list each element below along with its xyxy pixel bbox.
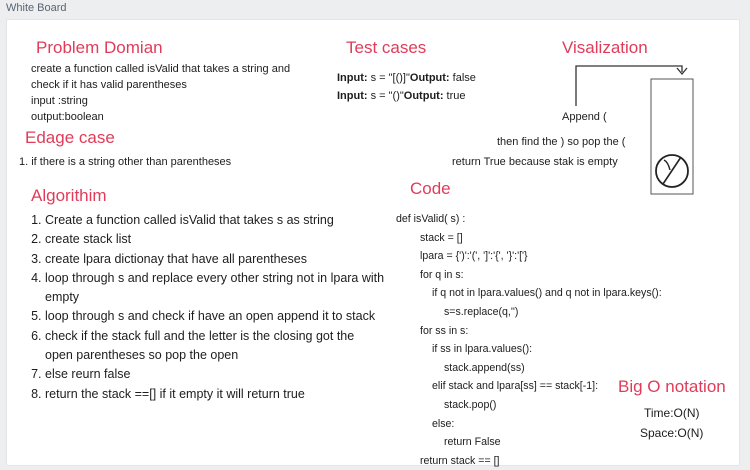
output-value: false <box>449 72 476 84</box>
problem-line: create a function called isValid that ta… <box>31 63 291 75</box>
problem-line: check if it has valid parentheses <box>31 79 187 91</box>
whiteboard-canvas[interactable] <box>6 19 740 466</box>
code-line: for q in s: <box>420 268 464 281</box>
bigo-heading: Big O notation <box>618 377 726 396</box>
board-header: White Board <box>0 0 750 18</box>
arrow-icon <box>575 65 688 106</box>
algorithm-step: loop through s and check if have an open… <box>45 307 385 326</box>
time-complexity: Time:O(N) <box>644 406 700 420</box>
algorithm-step: return the stack ==[] if it empty it wil… <box>45 385 385 404</box>
space-complexity: Space:O(N) <box>640 426 704 440</box>
viz-line: Append ( <box>562 111 607 123</box>
code-line: return False <box>444 436 501 449</box>
code-line: s=s.replace(q,'') <box>444 305 519 318</box>
code-line: def isValid( s) : <box>396 213 466 225</box>
code-line: elif stack and lpara[ss] == stack[-1]: <box>432 380 599 393</box>
code-line: return stack == [] <box>420 454 500 467</box>
test-case: Input: s = "[()]"Output: false <box>337 70 476 86</box>
code-line: if q not in lpara.values() and q not in … <box>432 287 662 300</box>
output-label: Output: <box>403 90 444 102</box>
algorithm-step: else reurn false <box>45 365 385 384</box>
problem-heading: Problem Domian <box>36 38 163 57</box>
tests-heading: Test cases <box>346 38 427 57</box>
input-value: s = "()" <box>367 90 404 102</box>
code-line: lpara = {')':'(', ']':'{', '}':'['} <box>420 250 528 263</box>
stack-box <box>650 78 694 195</box>
code-block: def isValid( s) : stack = [] lpara = {')… <box>396 210 662 470</box>
problem-text: create a function called isValid that ta… <box>31 61 290 125</box>
algorithm-step: loop through s and replace every other s… <box>45 269 385 308</box>
viz-line: then find the ) so pop the ( <box>497 136 626 148</box>
algorithm-steps: Create a function called isValid that ta… <box>28 211 385 404</box>
edge-heading: Edage case <box>25 128 115 147</box>
empty-set-icon <box>655 154 689 188</box>
code-heading: Code <box>410 179 451 198</box>
code-line: for ss in s: <box>420 324 469 337</box>
viz-line: return True because stak is empty <box>452 156 618 168</box>
algorithm-step: create stack list <box>45 230 385 249</box>
code-line: stack.pop() <box>444 398 497 411</box>
edge-item: 1. if there is a string other than paren… <box>19 156 232 168</box>
code-line: else: <box>432 417 455 430</box>
problem-line: output:boolean <box>31 111 104 123</box>
test-case: Input: s = "()"Output: true <box>337 88 466 104</box>
input-value: s = "[()]" <box>367 72 410 84</box>
input-label: Input: <box>337 72 368 84</box>
stack-diagram <box>575 65 694 195</box>
output-label: Output: <box>409 72 450 84</box>
input-label: Input: <box>337 90 368 102</box>
output-value: true <box>443 90 466 102</box>
code-line: stack.append(ss) <box>444 361 525 374</box>
code-line: if ss in lpara.values(): <box>432 343 533 356</box>
algorithm-heading: Algorithim <box>31 186 107 205</box>
code-line: stack = [] <box>420 231 463 244</box>
viz-heading: Visalization <box>562 38 648 57</box>
board-title: White Board <box>6 2 67 14</box>
problem-line: input :string <box>31 95 88 107</box>
algorithm-step: create lpara dictionay that have all par… <box>45 250 385 269</box>
algorithm-step: Create a function called isValid that ta… <box>45 211 385 230</box>
algorithm-step: check if the stack full and the letter i… <box>45 327 385 366</box>
